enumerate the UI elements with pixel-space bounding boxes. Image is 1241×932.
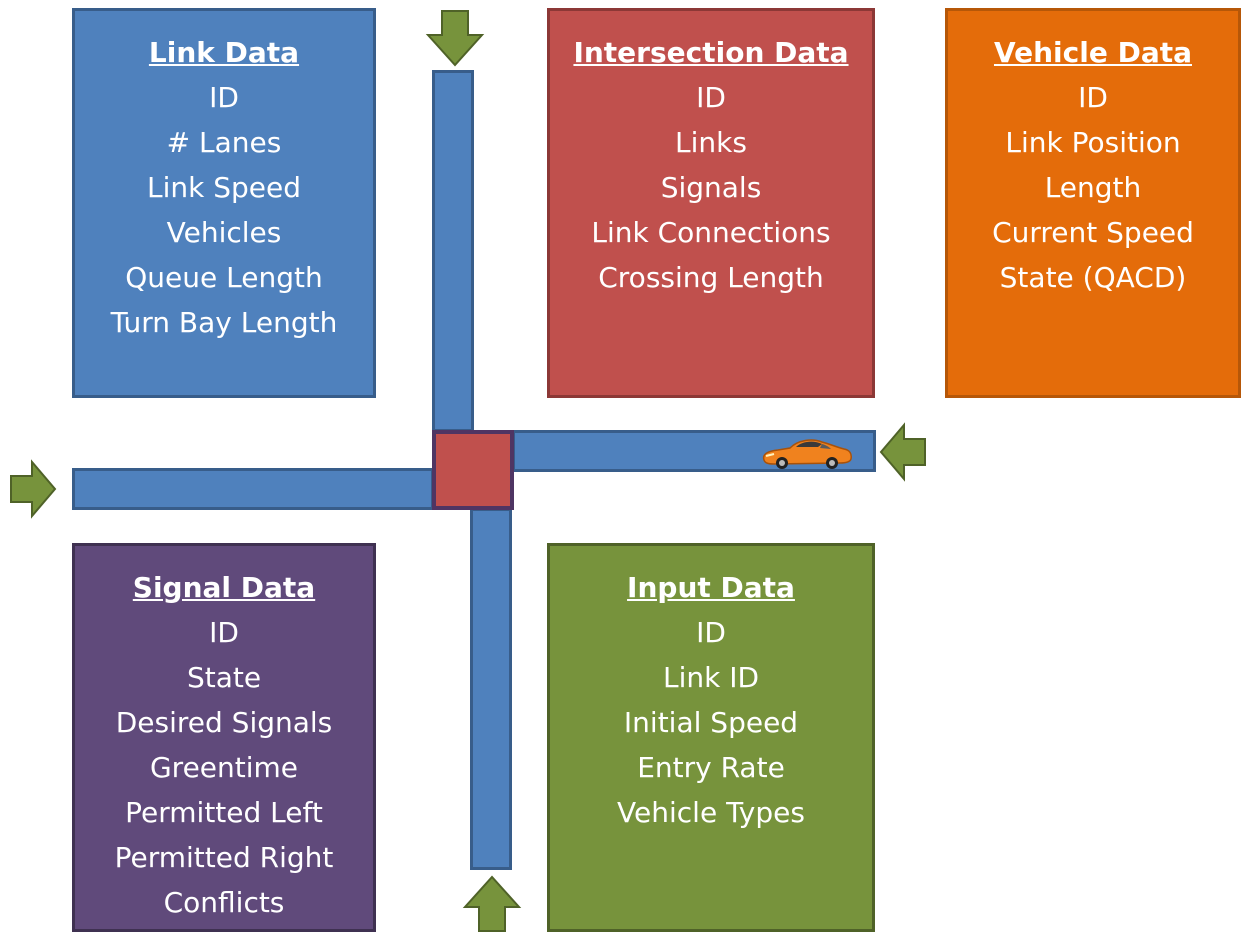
signal-data-item-conflicts: Conflicts	[163, 886, 285, 919]
intersection-data-box: Intersection Data ID Links Signals Link …	[547, 8, 875, 398]
signal-data-item-permitted-right: Permitted Right	[114, 841, 334, 874]
signal-data-item-greentime: Greentime	[149, 751, 299, 784]
road-west	[72, 468, 434, 510]
link-data-item-vehicles: Vehicles	[166, 216, 282, 249]
signal-data-item-permitted-left: Permitted Left	[125, 796, 323, 829]
vehicle-data-item-length: Length	[1044, 171, 1142, 204]
vehicle-data-item-current-speed: Current Speed	[992, 216, 1194, 249]
arrow-down-icon	[425, 10, 485, 67]
intersection-data-item-signals: Signals	[660, 171, 762, 204]
vehicle-data-item-state: State (QACD)	[999, 261, 1187, 294]
arrow-right-icon	[10, 459, 57, 519]
signal-data-item-state: State	[186, 661, 262, 694]
link-data-item-id: ID	[209, 81, 239, 114]
vehicle-data-item-id: ID	[1078, 81, 1108, 114]
input-data-item-initial-speed: Initial Speed	[623, 706, 799, 739]
arrow-left-icon	[879, 422, 926, 482]
signal-data-box: Signal Data ID State Desired Signals Gre…	[72, 543, 376, 932]
intersection-node	[432, 430, 514, 510]
intersection-data-item-link-connections: Link Connections	[591, 216, 831, 249]
link-data-title: Link Data	[148, 36, 300, 69]
link-data-item-queue-length: Queue Length	[125, 261, 323, 294]
intersection-data-item-crossing-length: Crossing Length	[598, 261, 824, 294]
link-data-item-lanes: # Lanes	[166, 126, 282, 159]
intersection-data-item-id: ID	[696, 81, 726, 114]
intersection-data-title: Intersection Data	[573, 36, 849, 69]
signal-data-item-desired-signals: Desired Signals	[115, 706, 333, 739]
vehicle-data-box: Vehicle Data ID Link Position Length Cur…	[945, 8, 1241, 398]
input-data-title: Input Data	[627, 571, 795, 604]
input-data-box: Input Data ID Link ID Initial Speed Entr…	[547, 543, 875, 932]
vehicle-data-item-link-position: Link Position	[1005, 126, 1181, 159]
input-data-item-link-id: Link ID	[662, 661, 760, 694]
intersection-data-item-links: Links	[675, 126, 747, 159]
road-north	[432, 70, 474, 432]
input-data-item-id: ID	[696, 616, 726, 649]
road-south	[470, 508, 512, 870]
input-data-item-vehicle-types: Vehicle Types	[617, 796, 805, 829]
vehicle-data-title: Vehicle Data	[993, 36, 1192, 69]
link-data-box: Link Data ID # Lanes Link Speed Vehicles…	[72, 8, 376, 398]
car-icon	[762, 439, 852, 469]
link-data-item-link-speed: Link Speed	[146, 171, 301, 204]
link-data-item-turn-bay-length: Turn Bay Length	[110, 306, 338, 339]
input-data-item-entry-rate: Entry Rate	[637, 751, 785, 784]
signal-data-title: Signal Data	[132, 571, 316, 604]
signal-data-item-id: ID	[209, 616, 239, 649]
arrow-up-icon	[462, 875, 522, 932]
